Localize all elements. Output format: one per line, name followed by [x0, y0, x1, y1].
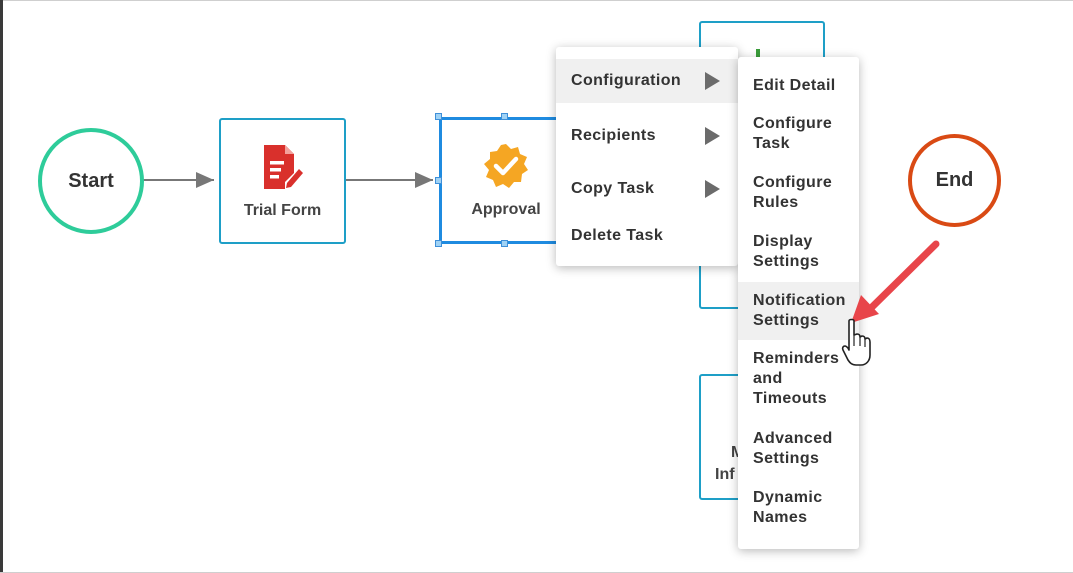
task-label: Approval — [471, 201, 541, 218]
submenu-item-configure-task[interactable]: Configure Task — [753, 115, 833, 152]
task-icon-partial — [756, 49, 760, 59]
annotation-layer — [841, 240, 940, 366]
menu-item-configuration[interactable]: Configuration — [556, 59, 738, 103]
resize-handle[interactable] — [435, 177, 442, 184]
submenu-arrow-icon — [705, 72, 720, 90]
menu-item-label: Copy Task — [571, 180, 655, 197]
task-label: Trial Form — [243, 201, 322, 219]
submenu-item-dynamic-names[interactable]: Dynamic Names — [753, 489, 823, 526]
submenu-item-reminders-and-timeouts[interactable]: Reminders and Timeouts — [753, 350, 840, 407]
resize-handle[interactable] — [501, 240, 508, 247]
window-top-border — [0, 0, 1073, 1]
submenu-item-advanced-settings[interactable]: Advanced Settings — [753, 430, 833, 467]
workflow-canvas[interactable]: M Inf Start Trial Form Approval — [3, 1, 1073, 572]
task-label-partial-2: Inf — [715, 466, 735, 483]
task-trial-form[interactable]: Trial Form — [219, 118, 346, 244]
end-node[interactable]: End — [908, 134, 1001, 227]
start-label: Start — [68, 169, 114, 192]
task-approval[interactable]: Approval — [439, 117, 573, 244]
menu-item-recipients[interactable]: Recipients — [556, 114, 738, 158]
submenu-arrow-icon — [705, 127, 720, 145]
menu-item-label: Recipients — [571, 127, 656, 144]
menu-item-copy-task[interactable]: Copy Task — [556, 167, 738, 211]
submenu-item-edit-detail[interactable]: Edit Detail — [753, 77, 836, 94]
menu-item-delete-task[interactable]: Delete Task — [556, 214, 738, 258]
resize-handle[interactable] — [435, 240, 442, 247]
submenu-arrow-icon — [705, 180, 720, 198]
start-node[interactable]: Start — [38, 128, 144, 234]
configuration-submenu: Edit Detail Configure Task Configure Rul… — [738, 57, 859, 549]
submenu-item-configure-rules[interactable]: Configure Rules — [753, 174, 833, 211]
menu-item-label: Configuration — [571, 72, 682, 89]
context-menu: Configuration Recipients Copy Task Delet… — [556, 47, 738, 266]
menu-item-label: Delete Task — [571, 227, 664, 244]
end-label: End — [935, 169, 974, 191]
connectors-layer — [141, 172, 433, 188]
resize-handle[interactable] — [501, 113, 508, 120]
annotation-arrow — [851, 240, 940, 323]
form-icon — [261, 143, 305, 196]
approval-badge-icon — [482, 142, 530, 195]
submenu-item-display-settings[interactable]: Display Settings — [753, 233, 820, 270]
resize-handle[interactable] — [435, 113, 442, 120]
hand-pointer-icon — [841, 318, 871, 366]
submenu-item-notification-settings[interactable]: Notification Settings — [738, 282, 859, 340]
window-left-border — [0, 0, 3, 573]
